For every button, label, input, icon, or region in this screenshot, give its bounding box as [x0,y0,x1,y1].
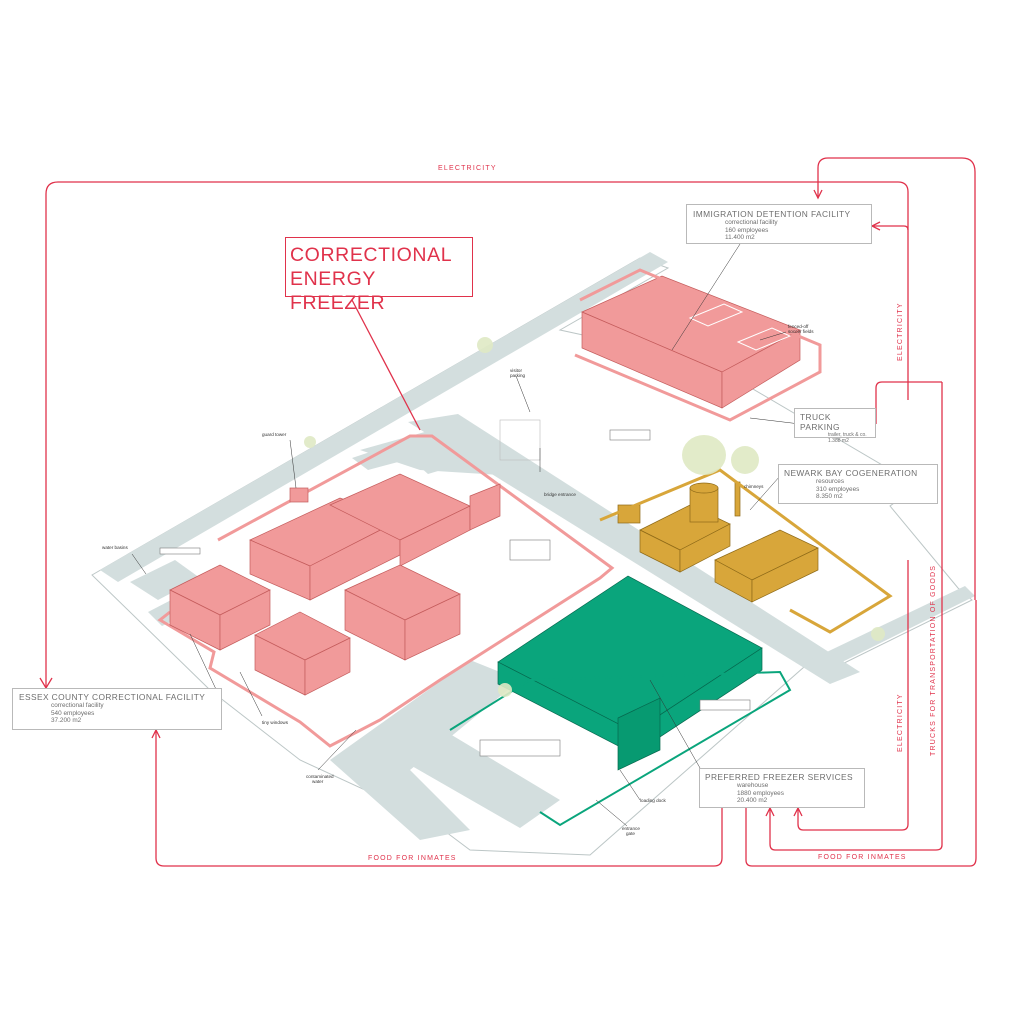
essex-area: 37.200 m2 [51,717,82,725]
newark-type: resources [816,478,845,486]
newark-employees: 310 employees [816,485,860,493]
water-basin [130,560,200,600]
electricity-right-upper-label: ELECTRICITY [897,302,904,361]
essex-employees: 540 employees [51,709,95,717]
newark-cogeneration-buildings [617,481,819,603]
essex-name: ESSEX COUNTY CORRECTIONAL FACILITY [19,692,206,702]
truck-parking-box: TRUCK PARKING trailer, truck & co. 1.388… [794,408,876,444]
soccer-fields-label: fenced-off soccer fields [788,324,814,335]
freezer-area: 20.400 m2 [737,797,768,805]
callout-lines [131,243,801,827]
diagram-title: CORRECTIONAL ENERGY FREEZER [285,237,473,314]
food-for-inmates-left-label: FOOD FOR INMATES [368,855,457,862]
newark-area: 8.350 m2 [816,493,843,501]
parked-vehicles [159,419,751,757]
immigration-type: correctional facility [725,219,778,227]
immigration-building [581,275,801,409]
immigration-name: IMMIGRATION DETENTION FACILITY [693,209,851,219]
guard-tower-label: guard tower [262,432,287,437]
food-for-inmates-right-label: FOOD FOR INMATES [818,854,907,861]
smoke-puffs [304,337,885,697]
essex-type: correctional facility [51,702,104,710]
immigration-area: 11.400 m2 [725,234,755,242]
prison-perimeter [157,434,615,748]
bridge-entrance-label: bridge entrance [544,492,576,497]
title-line-2: ENERGY FREEZER [290,268,386,314]
preferred-freezer-services-box: PREFERRED FREEZER SERVICES warehouse 188… [699,768,865,808]
trucks-transport-label: TRUCKS FOR TRANSPORTATION OF GOODS [930,564,937,756]
essex-county-buildings [169,473,501,696]
loading-dock-label: loading dock [640,798,666,803]
newark-bay-cogeneration-box: NEWARK BAY COGENERATION resources 310 em… [778,464,938,504]
immigration-employees: 160 employees [725,226,769,234]
flow-lines [39,157,977,867]
truck-parking-type: trailer, truck & co. [828,432,867,439]
chimneys-label: chimneys [744,484,764,489]
title-line-1: CORRECTIONAL [290,244,453,266]
immigration-facility-box: IMMIGRATION DETENTION FACILITY correctio… [686,204,872,244]
truck-parking-area: 1.388 m2 [828,438,849,445]
freezer-type: warehouse [737,782,769,790]
entrance-gate-label: entrance gate [622,826,640,837]
truck-parking-name: TRUCK PARKING [800,412,840,433]
tiny-windows-label: tiny windows [262,720,289,725]
contaminated-water-label: contaminated water [306,774,334,785]
freezer-employees: 1880 employees [737,789,784,797]
visitor-parking-label: visitor parking [510,368,526,379]
electricity-right-lower-label: ELECTRICITY [897,693,904,752]
essex-county-facility-box: ESSEX COUNTY CORRECTIONAL FACILITY corre… [12,688,222,730]
water-basins-label: water basins [102,545,128,550]
newark-name: NEWARK BAY COGENERATION [784,468,918,478]
electricity-top-label: ELECTRICITY [438,165,497,172]
freezer-name: PREFERRED FREEZER SERVICES [705,772,853,782]
